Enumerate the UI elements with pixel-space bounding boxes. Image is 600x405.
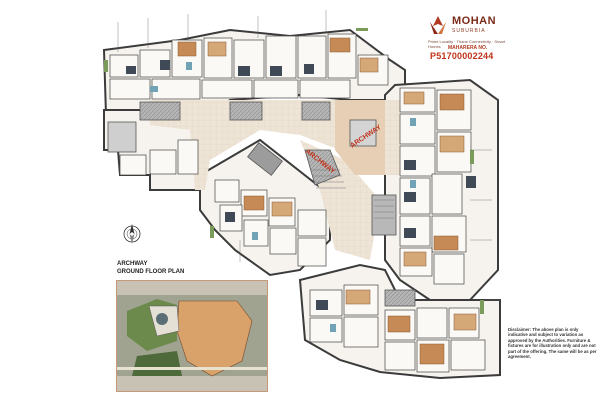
living-furniture	[126, 60, 476, 310]
key-plan-svg	[117, 281, 267, 391]
rera-number: P51700002244	[430, 51, 494, 61]
bottom-right-rooms	[309, 284, 486, 373]
staircase	[310, 169, 394, 219]
service-shafts	[107, 101, 416, 307]
top-wing-rooms	[109, 33, 389, 100]
key-plan-site-image	[116, 280, 268, 392]
planters	[104, 28, 484, 314]
brand-sub-name: SUBURBIA	[452, 28, 486, 34]
kitchen-fixtures	[150, 62, 416, 332]
furniture	[177, 37, 477, 365]
plan-title: ARCHWAY	[117, 261, 148, 267]
rera-label: MAHARERA NO.	[448, 45, 488, 51]
brand-tagline: Prime Locality · Thane Connectivity · Sm…	[428, 39, 506, 49]
plan-subtitle: GROUND FLOOR PLAN	[117, 269, 185, 275]
brand-logo-icon	[430, 16, 446, 34]
disclaimer-text: Disclaimer: The above plan is only indic…	[508, 327, 597, 360]
room-callouts	[117, 10, 500, 301]
north-icon	[123, 224, 141, 244]
brand-name: MOHAN	[452, 15, 497, 27]
